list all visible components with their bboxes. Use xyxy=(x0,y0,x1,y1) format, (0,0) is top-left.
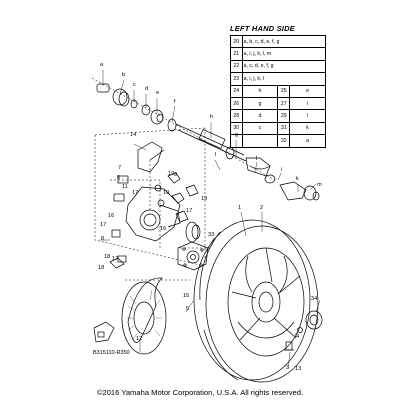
part-label: i xyxy=(281,167,283,173)
part-label: 1 xyxy=(238,205,242,211)
row-letters: a, i, j, k, l xyxy=(241,72,327,86)
row-letter: l xyxy=(289,109,326,123)
row-letters: a, b, c, d, e, f, g xyxy=(241,34,327,49)
part-label: 14 xyxy=(130,132,137,138)
row-number: 32 xyxy=(277,134,291,148)
number-leaders xyxy=(100,143,321,369)
part-label: 34 xyxy=(311,296,318,302)
row-number: 29 xyxy=(277,109,291,123)
part-label: f xyxy=(174,99,176,105)
part-label: 8 xyxy=(101,236,105,242)
row-number: 24 xyxy=(230,84,243,98)
part-label: 4 xyxy=(296,334,300,340)
row-letter: h xyxy=(241,84,279,98)
part-label: 2 xyxy=(260,205,264,211)
knuckle-assembly xyxy=(109,141,199,269)
hub-bearing xyxy=(177,221,209,271)
row-number: 20 xyxy=(230,34,243,49)
part-label: 18 xyxy=(98,265,105,271)
row-letter xyxy=(241,134,279,148)
row-number: 26 xyxy=(230,96,243,111)
part-label: 17 xyxy=(186,208,193,214)
dashed-assembly-lines xyxy=(91,77,276,281)
part-label: 12 xyxy=(136,336,143,342)
part-label: 3 xyxy=(286,365,290,371)
row-letter: g xyxy=(241,96,279,111)
part-label: 19 xyxy=(201,196,208,202)
part-label: k xyxy=(296,176,299,182)
legend-title: LEFT HAND SIDE xyxy=(230,24,295,33)
part-label: b xyxy=(122,72,126,78)
caliper-part xyxy=(93,321,115,343)
part-label: l xyxy=(215,152,217,158)
part-label: 17 xyxy=(112,256,119,262)
row-number: 21 xyxy=(230,47,243,61)
row-letter: c xyxy=(241,121,279,136)
part-label: 16 xyxy=(160,226,167,232)
wheel-tire xyxy=(193,219,319,383)
part-label: 5 xyxy=(186,306,190,312)
part-label: j xyxy=(256,155,258,161)
part-label: 17 xyxy=(132,190,139,196)
part-label: 15 xyxy=(183,293,190,299)
part-label: 19 xyxy=(168,171,175,177)
part-label: g xyxy=(235,132,239,138)
row-number: 25 xyxy=(277,84,291,98)
row-letter: k xyxy=(289,121,326,136)
part-label: 17 xyxy=(100,222,107,228)
row-number: 22 xyxy=(230,59,243,74)
part-label: 9 xyxy=(174,172,178,178)
part-label: e xyxy=(156,90,160,96)
drawing-code: B315110-R350 xyxy=(93,350,130,356)
row-letter: e xyxy=(289,84,326,98)
part-label: 10 xyxy=(163,190,170,196)
row-letters: a, i, j, k, l, m xyxy=(241,47,327,61)
part-label: 16 xyxy=(108,213,115,219)
part-label: 13 xyxy=(295,366,302,372)
part-label: 7 xyxy=(118,165,122,171)
part-label: h xyxy=(210,114,214,120)
row-letter: d xyxy=(241,109,279,123)
row-letter: i xyxy=(289,96,326,111)
part-label: 6 xyxy=(117,175,121,181)
row-number: 28 xyxy=(230,109,243,123)
row-number: 31 xyxy=(277,121,291,136)
part-label: 18 xyxy=(104,254,111,260)
part-label: c xyxy=(133,82,136,88)
row-letters: a, c, d, e, f, g xyxy=(241,59,327,74)
row-letter: a xyxy=(289,134,326,148)
part-label: a xyxy=(100,62,104,68)
part-label: d xyxy=(145,86,149,92)
hub-cap xyxy=(284,310,323,351)
copyright-notice: ©2016 Yamaha Motor Corporation, U.S.A. A… xyxy=(96,388,304,397)
row-number: 27 xyxy=(277,96,291,111)
row-number: 23 xyxy=(230,72,243,86)
part-label: m xyxy=(317,182,322,188)
part-label: 33 xyxy=(208,232,215,238)
brake-disc xyxy=(121,277,167,355)
part-label: 11 xyxy=(122,184,128,190)
drive-shaft xyxy=(96,83,320,201)
